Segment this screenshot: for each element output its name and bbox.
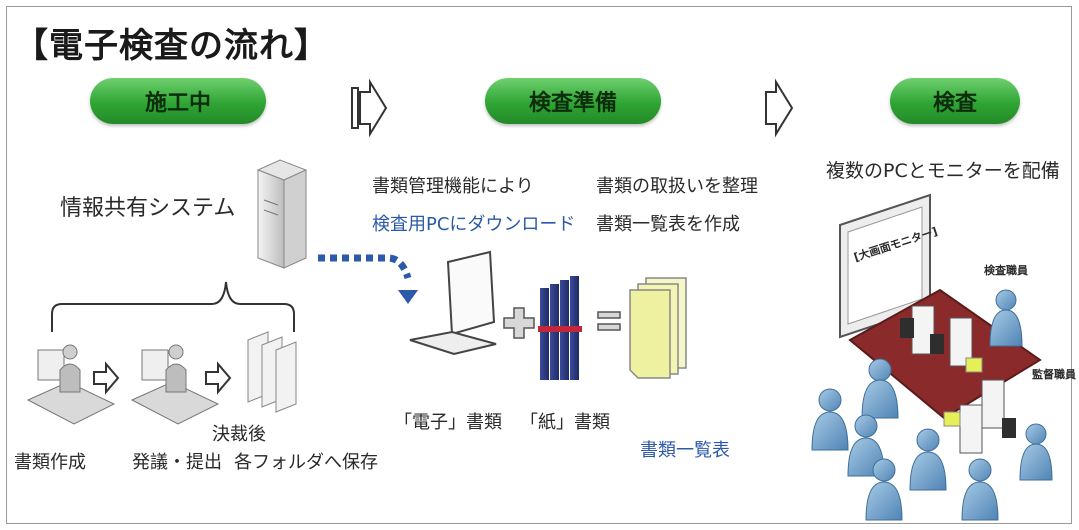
monitor-icon (839, 193, 931, 339)
approval-label: 決裁後 (212, 424, 266, 445)
download-arrow (318, 254, 412, 280)
step-arrow-2 (205, 361, 232, 395)
paper-docs-label: 「紙」書類 (520, 412, 610, 433)
server-icon (256, 159, 308, 269)
folders-icon (247, 331, 297, 413)
system-label: 情報共有システム (60, 196, 236, 221)
stage-inspection-label: 検査 (932, 91, 977, 116)
stage-inspection: 検査 (890, 78, 1020, 124)
stage-construction: 施工中 (90, 78, 266, 124)
step-arrow-1 (93, 361, 120, 395)
step-label-create: 書類作成 (14, 452, 86, 473)
doc-list-label: 書類一覧表 (640, 440, 730, 461)
stage-arrow-1 (351, 78, 388, 138)
monitor-screens (900, 318, 1016, 438)
prep-note-2: 検査用PCにダウンロード (372, 214, 576, 235)
page-title: 【電子検査の流れ】 (14, 26, 329, 66)
stage-arrow-2 (765, 78, 794, 138)
inspection-heading: 複数のPCとモニターを配備 (826, 160, 1060, 182)
equals-icon (597, 311, 621, 331)
electronic-docs-label: 「電子」書類 (394, 412, 502, 433)
workstation-icon-1 (26, 344, 116, 425)
prep-note-1: 書類管理機能により (372, 176, 534, 197)
binders-icon (538, 276, 582, 380)
sticky-notes (943, 357, 983, 427)
brace (51, 281, 295, 332)
plus-icon (503, 307, 535, 339)
step-label-save: 各フォルダへ保存 (234, 452, 378, 473)
document-list-icon (629, 277, 687, 379)
workstation-icon-2 (130, 344, 220, 425)
diagram-frame (6, 6, 1072, 524)
laptop-icon (409, 250, 497, 356)
step-label-submit: 発議・提出 (132, 452, 222, 473)
people-icons (811, 289, 1053, 521)
prep-note-4: 書類一覧表を作成 (596, 214, 740, 235)
stage-preparation: 検査準備 (485, 78, 661, 124)
inspector-label: 検査職員 (984, 264, 1028, 277)
stage-construction-label: 施工中 (144, 91, 211, 116)
stage-preparation-label: 検査準備 (528, 91, 617, 116)
pc-towers (911, 305, 1005, 454)
prep-note-3: 書類の取扱いを整理 (596, 176, 758, 197)
supervisor-label: 監督職員 (1032, 368, 1076, 381)
